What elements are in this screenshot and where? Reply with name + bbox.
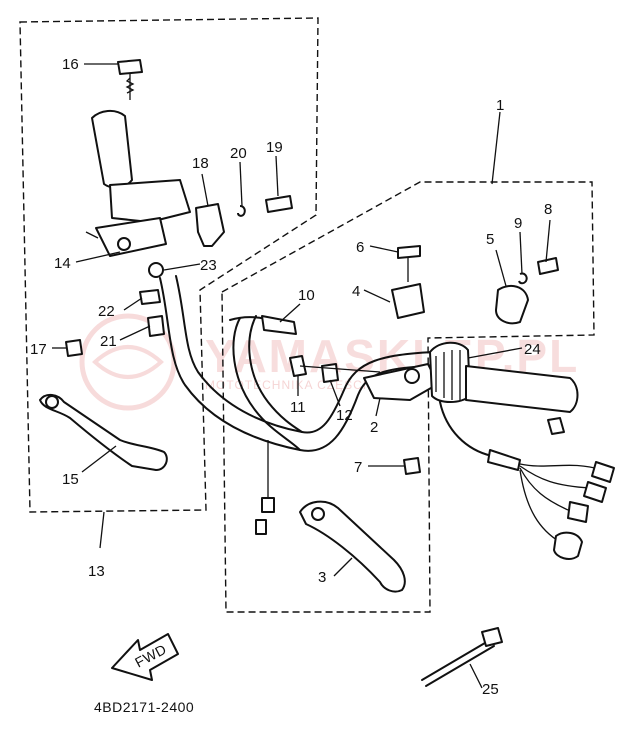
callout-16: 16 [62, 56, 79, 73]
clutch-lever [39, 394, 168, 471]
master-cylinder-parts [363, 245, 559, 475]
callout-25: 25 [482, 681, 499, 698]
callout-20: 20 [230, 145, 247, 162]
callout-17: 17 [30, 341, 47, 358]
callout-15: 15 [62, 471, 79, 488]
callout-2: 2 [370, 419, 378, 436]
callout-7: 7 [354, 459, 362, 476]
callout-22: 22 [98, 303, 115, 320]
callout-3: 3 [318, 569, 326, 586]
callout-14: 14 [54, 255, 71, 272]
diagram-code: 4BD2171-2400 [94, 699, 194, 715]
callout-24: 24 [524, 341, 541, 358]
left-switch-assembly [65, 59, 293, 357]
callout-6: 6 [356, 239, 364, 256]
callout-18: 18 [192, 155, 209, 172]
leader-lines [52, 63, 551, 689]
callout-5: 5 [486, 231, 494, 248]
callout-4: 4 [352, 283, 360, 300]
cable-tie [421, 627, 503, 687]
callout-12: 12 [336, 407, 353, 424]
callout-1: 1 [496, 97, 504, 114]
callout-9: 9 [514, 215, 522, 232]
throttle-grip [429, 341, 579, 413]
callout-23: 23 [200, 257, 217, 274]
wiring-harness [439, 401, 615, 560]
callout-8: 8 [544, 201, 552, 218]
group-frames [19, 17, 595, 613]
callout-10: 10 [298, 287, 315, 304]
brake-lever [299, 500, 406, 593]
cables [229, 315, 381, 535]
callout-19: 19 [266, 139, 283, 156]
callout-labels: 1 2 3 4 5 6 7 8 9 10 11 12 13 14 15 16 1… [30, 56, 552, 698]
callout-11: 11 [290, 399, 306, 416]
callout-21: 21 [100, 333, 117, 350]
callout-13: 13 [88, 563, 105, 580]
fwd-arrow: FWD [111, 633, 179, 681]
